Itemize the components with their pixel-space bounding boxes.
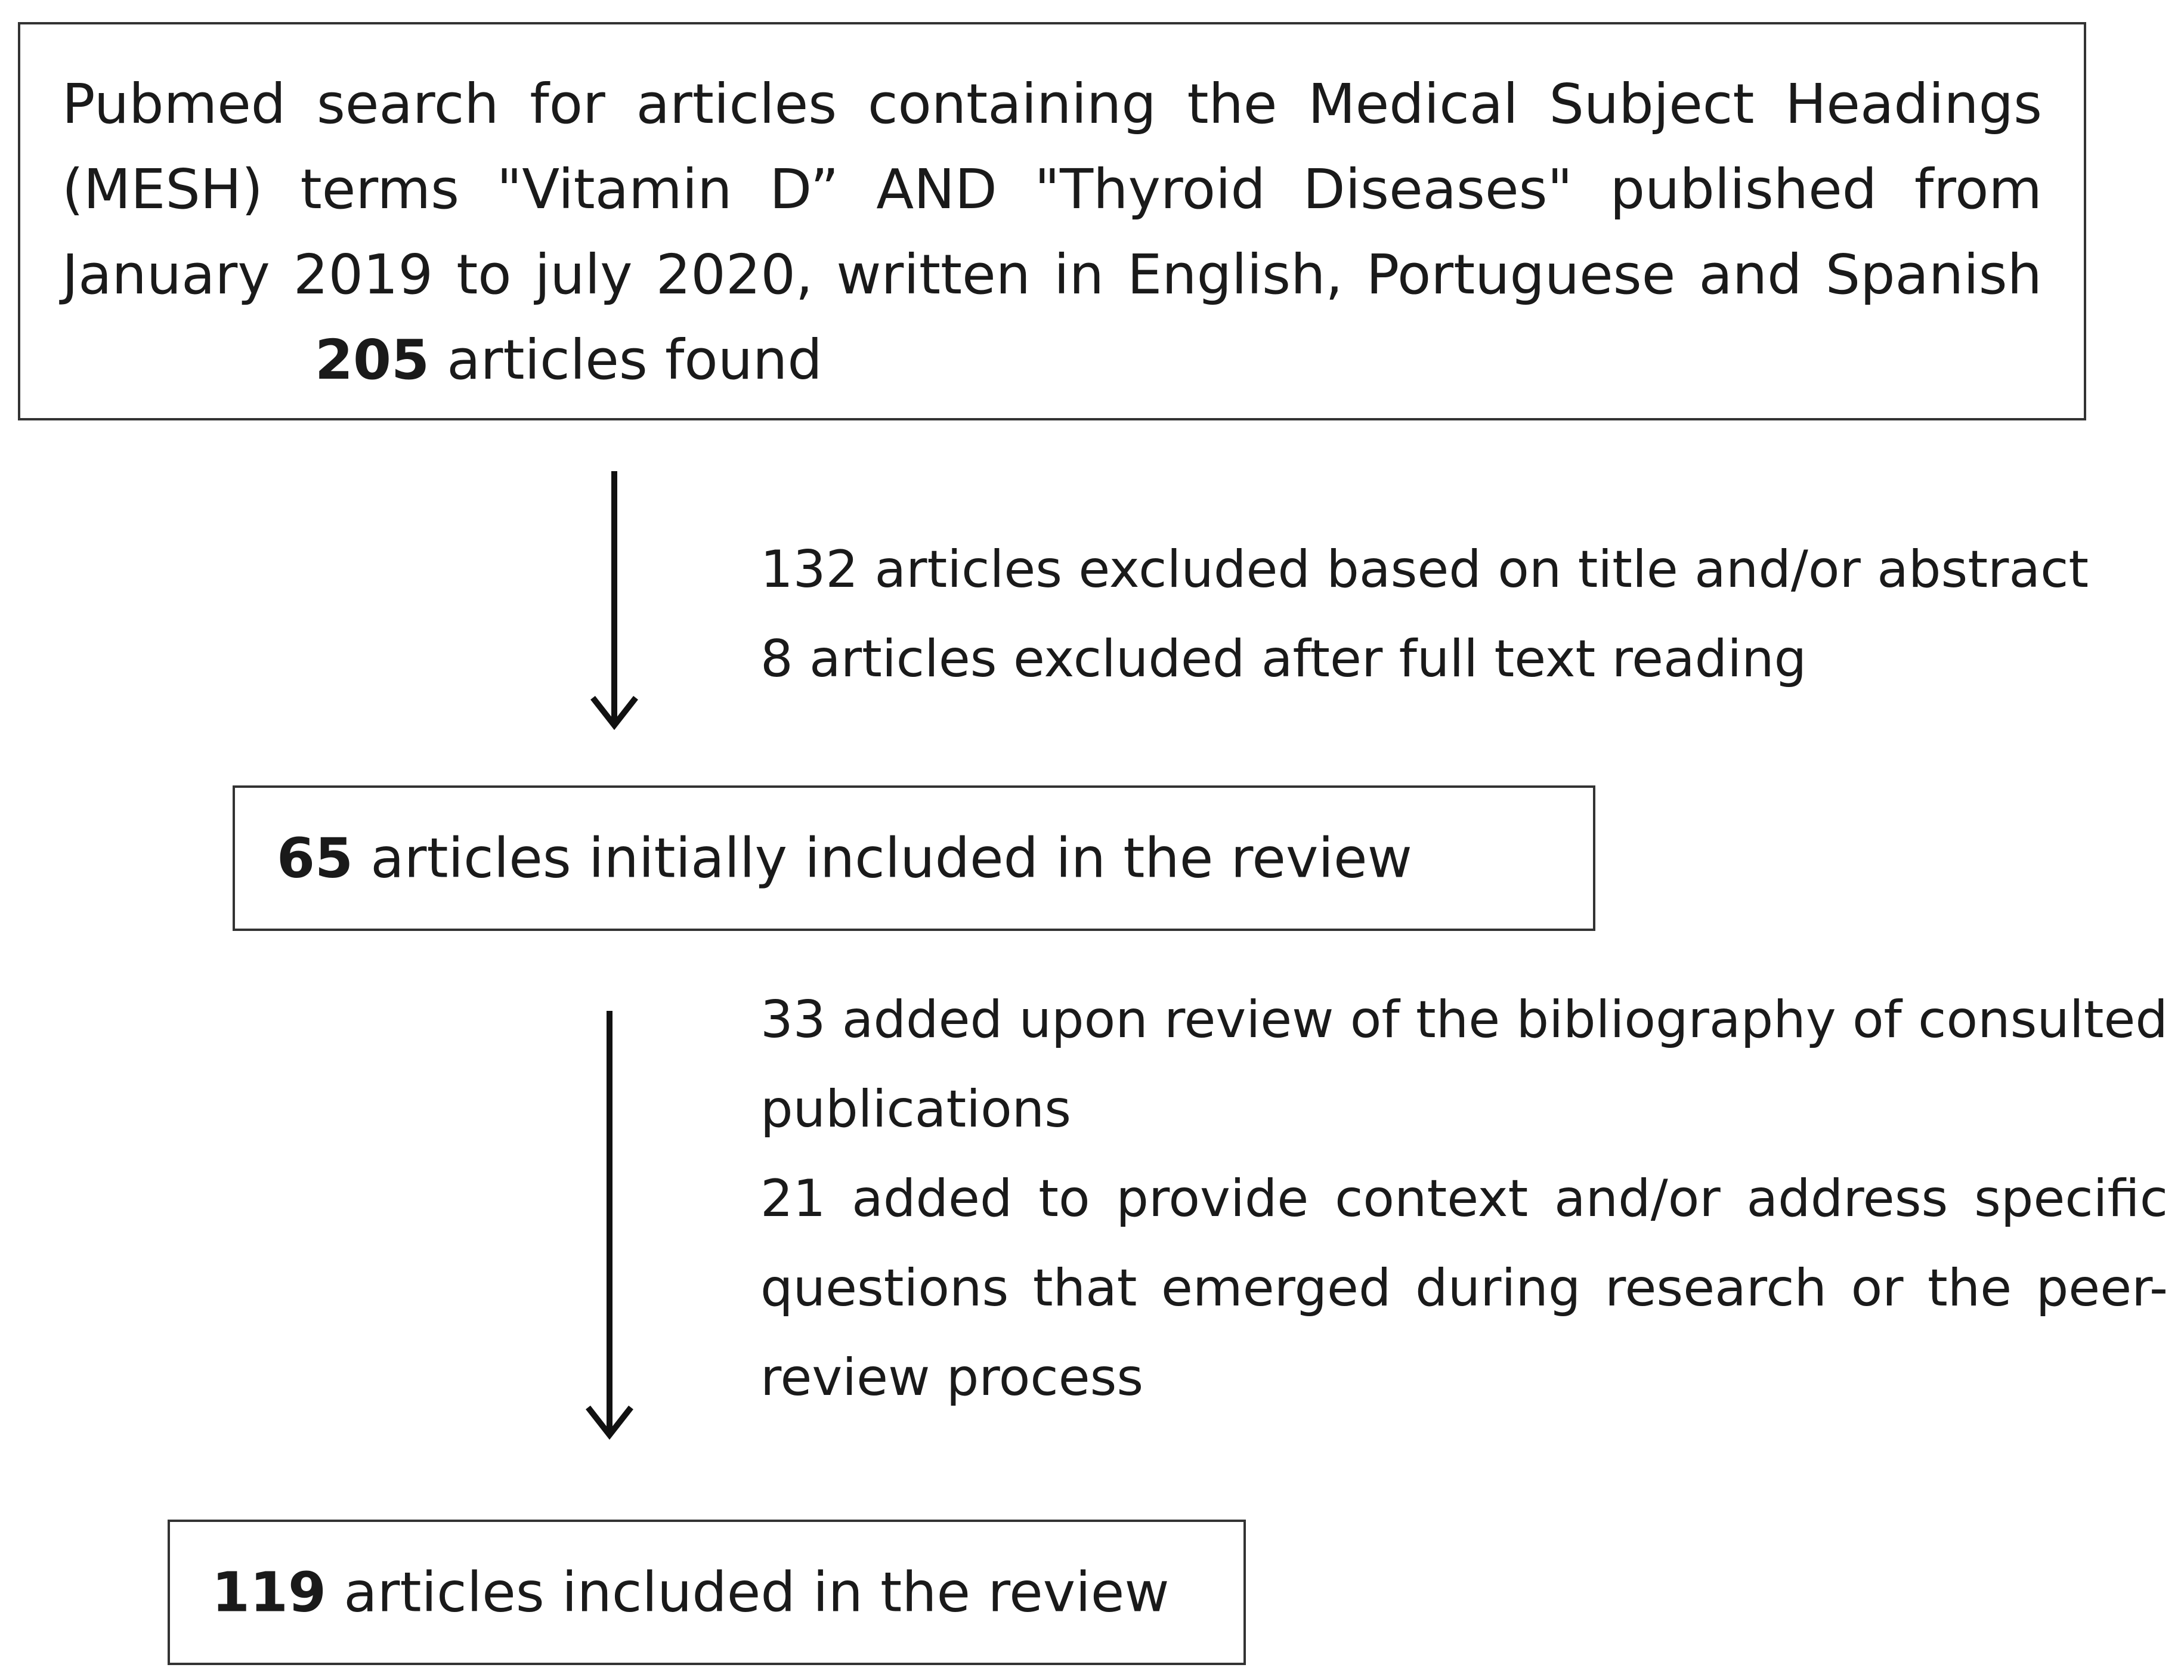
final-inclusion-text: articles included in the review: [326, 1560, 1170, 1625]
exclusion-note-line-2: 8 articles excluded after full text read…: [760, 629, 1807, 689]
arrow-down-2: [586, 1011, 633, 1440]
final-inclusion-count: 119: [212, 1560, 327, 1625]
initial-inclusion-label: 65 articles initially included in the re…: [277, 827, 1412, 890]
exclusion-note-line-1: 132 articles excluded based on title and…: [760, 540, 2089, 599]
final-inclusion-label: 119 articles included in the review: [212, 1561, 1170, 1625]
search-count-number: 205: [315, 328, 430, 392]
arrow-down-1: [590, 471, 638, 731]
exclusion-note: 132 articles excluded based on title and…: [760, 525, 2132, 704]
addition-note: 33 added upon review of the bibliography…: [760, 975, 2168, 1422]
initial-inclusion-count: 65: [277, 826, 354, 890]
initial-inclusion-box: 65 articles initially included in the re…: [233, 785, 1595, 931]
search-count-label: articles found: [429, 328, 822, 392]
search-line-1: Pubmed search for articles containing th…: [62, 72, 2042, 136]
search-box: Pubmed search for articles containing th…: [18, 22, 2086, 420]
addition-note-item-1: 33 added upon review of the bibliography…: [760, 990, 2168, 1139]
search-line-3: January 2019 to july 2020, written in En…: [62, 243, 2042, 307]
search-result-count: 205 articles found: [315, 317, 2042, 403]
final-inclusion-box: 119 articles included in the review: [168, 1520, 1246, 1665]
initial-inclusion-text: articles initially included in the revie…: [353, 826, 1412, 890]
search-line-2: (MESH) terms "Vitamin D” AND "Thyroid Di…: [62, 157, 2042, 221]
addition-note-item-2: 21 added to provide context and/or addre…: [760, 1169, 2168, 1407]
